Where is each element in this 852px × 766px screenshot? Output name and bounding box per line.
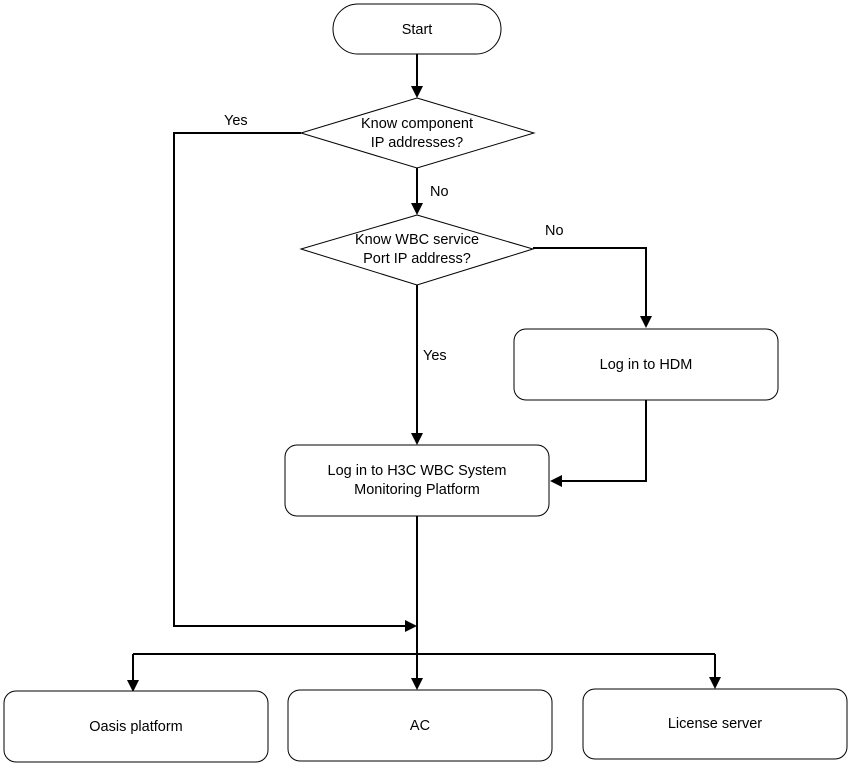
decision-component-ip-line1: Know component (361, 116, 473, 132)
edge-label-ip-yes: Yes (224, 113, 248, 129)
decision-wbc-port-ip: Know WBC service Port IP address? (299, 214, 535, 286)
login-platform-line1: Log in to H3C WBC System (328, 463, 507, 479)
license-server-node: License server (582, 688, 848, 760)
login-hdm-label: Log in to HDM (600, 357, 693, 373)
arrowhead (411, 203, 423, 215)
arrowhead (640, 316, 652, 328)
license-server-label: License server (668, 716, 762, 732)
login-hdm-node: Log in to HDM (513, 328, 779, 401)
decision-wbc-port-ip-line2: Port IP address? (363, 251, 471, 267)
arrowhead (405, 620, 417, 632)
edge-ip-yes-bypass (173, 132, 405, 627)
edge-label-wbc-yes: Yes (423, 348, 447, 364)
arrowhead (550, 475, 562, 487)
decision-wbc-port-ip-line1: Know WBC service (355, 232, 479, 248)
oasis-platform-label: Oasis platform (89, 719, 182, 735)
start-label: Start (402, 22, 433, 38)
ac-label: AC (410, 718, 430, 734)
login-platform-node: Log in to H3C WBC System Monitoring Plat… (284, 444, 550, 517)
arrowhead (411, 678, 423, 690)
decision-diamond-shape (299, 214, 535, 286)
arrowhead (709, 677, 721, 689)
edge-label-wbc-no: No (545, 223, 564, 239)
decision-component-ip: Know component IP addresses? (299, 97, 536, 169)
edge-label-ip-no: No (430, 184, 449, 200)
process-shape (284, 444, 550, 517)
start-terminator-shape (332, 3, 502, 55)
process-shape (582, 688, 848, 760)
arrowhead (411, 86, 423, 98)
process-shape (513, 328, 779, 401)
oasis-platform-node: Oasis platform (3, 690, 269, 763)
decision-component-ip-line2: IP addresses? (371, 135, 463, 151)
decision-diamond-shape (299, 97, 536, 169)
process-shape (287, 689, 553, 762)
edge-wbc-no-to-hdm-login (533, 247, 647, 316)
edge-hdm-to-platform-login (562, 400, 647, 482)
ac-node: AC (287, 689, 553, 762)
login-platform-line2: Monitoring Platform (354, 482, 480, 498)
arrowhead (411, 433, 423, 445)
process-shape (3, 690, 269, 763)
arrowhead (127, 680, 139, 692)
start-node: Start (332, 3, 502, 55)
